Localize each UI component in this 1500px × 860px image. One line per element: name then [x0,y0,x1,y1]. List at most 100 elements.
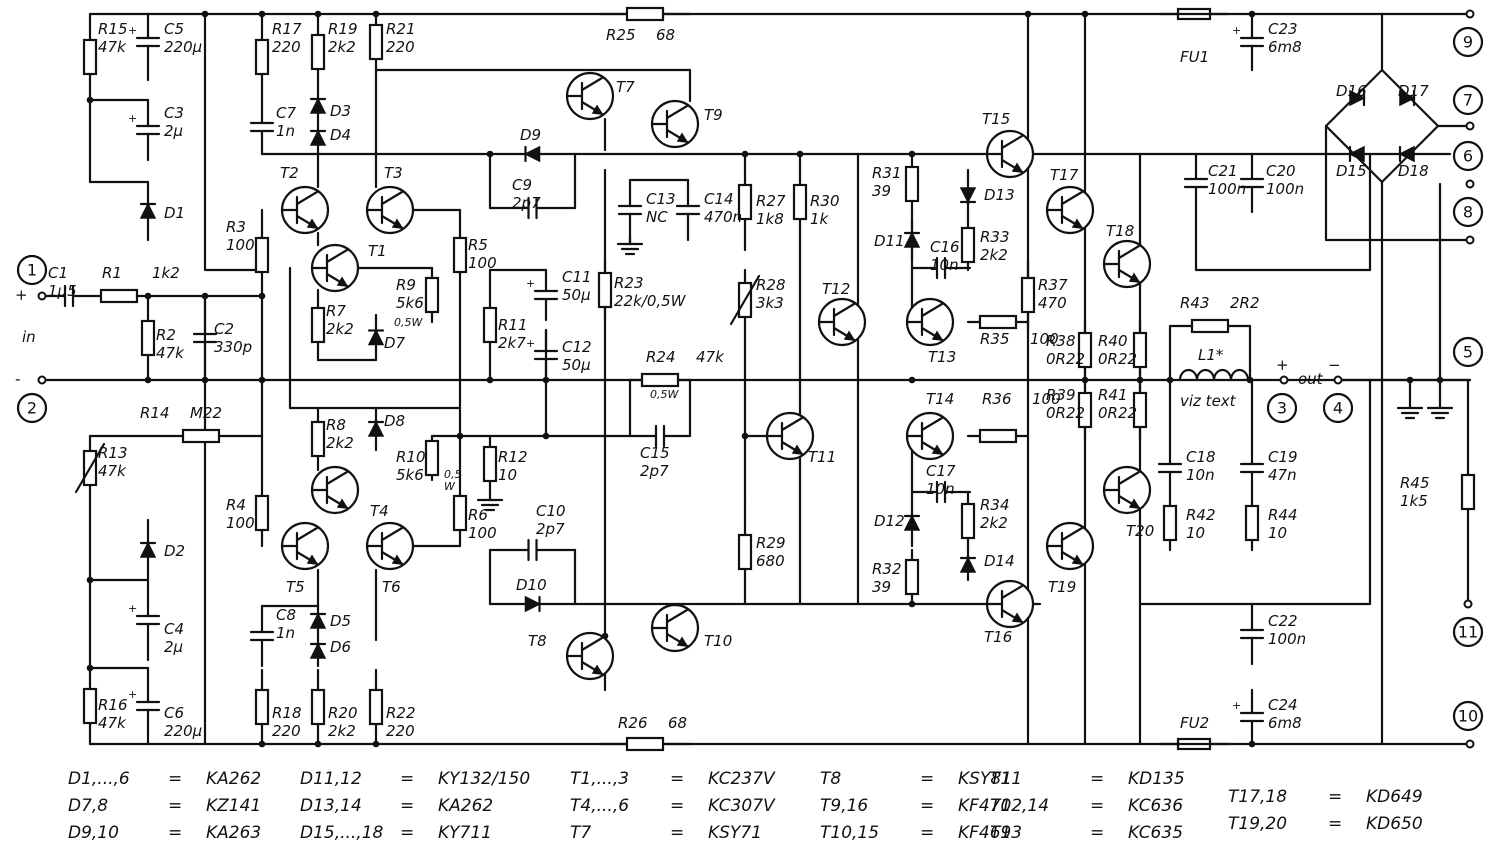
label-components-T13-0: T13 [928,348,956,366]
diode-d16 [1349,89,1366,107]
resistor-r21 [368,12,384,72]
diode-d3 [309,88,327,124]
legend-cell: D9,10 [68,823,119,843]
label-components-C3-0: C3 [164,104,184,122]
capacitor-c7 [249,98,275,156]
terminal-t11: 11 [1452,616,1484,648]
label-components-C16-1: 10n [930,256,959,274]
capacitor-c2 [192,294,218,382]
label-components-R15-0: R15 [98,20,128,38]
legend-cell: = [920,796,934,816]
label-components-R40-0: R40 [1098,332,1128,350]
legend-cell: T1,...,3 [570,769,629,789]
legend-cell: = [670,823,684,843]
wiring [38,10,1472,748]
resistor-r22 [368,668,384,746]
legend-cell: = [1090,823,1104,843]
label-components-R3-1: 100 [226,236,255,254]
resistor-r9 [424,266,440,324]
label-components-C24-1: 6m8 [1268,714,1302,732]
resistor-r18 [254,668,270,746]
label-components-D5-0: D5 [330,612,351,630]
resistor-r5 [452,208,468,302]
resistor-r2 [140,294,156,382]
label-components-D2-0: D2 [164,542,185,560]
legend-cell: KY711 [438,823,492,843]
label-components-R43-1: 2R2 [1230,294,1260,312]
label-components-C22-0: C22 [1268,612,1298,630]
capacitor-c16 [910,256,972,280]
ground-symbol [616,234,644,256]
transistor-t13 [905,297,955,347]
legend-cell: T17,18 [1228,787,1287,807]
label-components-R28-1: 3k3 [756,294,784,312]
resistor-r29 [737,498,753,606]
legend-cell: D1,...,6 [68,769,130,789]
label-components-C2-0: C2 [214,320,234,338]
resistor-r19 [310,12,326,92]
ground-symbol [1426,398,1454,420]
transistor-t14 [905,411,955,461]
diode-d18 [1398,145,1415,163]
diode-d6 [309,634,327,668]
label-components-T9-0: T9 [704,106,723,124]
label-components-C12-1: 50µ [562,356,591,374]
diode-d11 [903,218,921,262]
label-components-T2-0: T2 [280,164,299,182]
label-components-R44-0: R44 [1268,506,1298,524]
legend-cell: = [1090,769,1104,789]
label-components-D4-0: D4 [330,126,351,144]
label-components-R27-1: 1k8 [756,210,784,228]
capacitor-c14 [675,178,701,242]
label-components-R7-0: R7 [326,302,346,320]
label-components-R9-1: 5k6 [396,294,424,312]
label-components-R10-1: 5k6 [396,466,424,484]
resistor-r25 [598,6,692,22]
label-components-R8-0: R8 [326,416,346,434]
resistor-r16 [82,666,98,746]
label-components-R9-0: R9 [396,276,416,294]
legend-cell: KF469 [958,823,1011,843]
legend-cell: = [168,769,182,789]
label-components-R37-1: 470 [1038,294,1067,312]
label-components-L1-0: L1* [1198,346,1224,364]
resistor-r45 [1460,378,1476,606]
label-components-R18-1: 220 [272,722,301,740]
label-components-T18-0: T18 [1106,222,1134,240]
label-components-R39-1: 0R22 [1046,404,1085,422]
label-components-R38-0: R38 [1046,332,1076,350]
label-components-FU1-0: FU1 [1180,48,1209,66]
polarity-plus: + [1232,699,1241,712]
label-components-T4-0: T4 [370,502,389,520]
legend-cell: = [920,823,934,843]
fuse-fu2 [1158,737,1230,751]
polarity-plus: + [128,602,137,615]
label-components-R45-1: 1k5 [1400,492,1428,510]
capacitor-c17 [910,480,972,504]
legend-cell: = [168,796,182,816]
terminal-t1: 1 [16,254,48,286]
label-io_labels-minus_out: − [1328,356,1341,374]
label-components-C10-1: 2p7 [536,520,565,538]
capacitor-c13 [617,178,643,242]
capacitor-c23: + [1232,12,1265,72]
label-components-R16-1: 47k [98,714,127,732]
label-components-R2-0: R2 [156,326,176,344]
diode-d4 [309,120,327,156]
terminal-number: 8 [1463,203,1473,222]
diode-d10 [488,595,577,613]
label-components-R43-0: R43 [1180,294,1210,312]
label-components-C15-1: 2p7 [640,462,669,480]
resistor-r35 [966,314,1030,330]
capacitor-c5: + [128,12,161,72]
diode-d7 [367,313,385,362]
label-components-R37-0: R37 [1038,276,1068,294]
resistor-r10 [424,434,440,482]
label-components-C6-0: C6 [164,704,184,722]
terminal-t8: 8 [1452,196,1484,228]
legend-cell: = [1328,787,1342,807]
legend-cell: KSY81 [958,769,1012,789]
label-components-D3-0: D3 [330,102,351,120]
label-components-R39-0: R39 [1046,386,1076,404]
resistor-r37 [1020,258,1036,332]
